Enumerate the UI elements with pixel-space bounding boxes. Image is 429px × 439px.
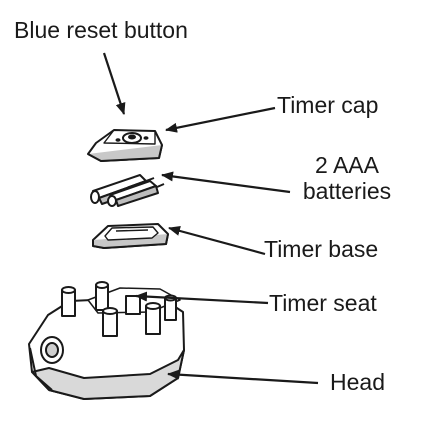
arrow-timer-seat — [135, 291, 269, 305]
label-batteries-line1: 2 AAA — [315, 152, 379, 178]
label-blue-reset-button: Blue reset button — [14, 17, 188, 43]
arrow-batteries — [161, 171, 291, 194]
leader-arrows — [102, 52, 319, 385]
timer-cap-part — [87, 129, 163, 162]
label-head: Head — [330, 369, 385, 395]
label-timer-seat: Timer seat — [269, 290, 377, 316]
label-timer-cap: Timer cap — [277, 92, 379, 118]
label-batteries-line2: batteries — [302, 178, 392, 204]
arrow-timer-cap — [165, 106, 276, 133]
label-timer-base: Timer base — [264, 236, 379, 262]
batteries-part — [90, 174, 165, 207]
arrow-head — [167, 369, 319, 385]
timer-base-part — [92, 223, 169, 249]
head-part — [28, 281, 185, 400]
arrow-timer-base — [168, 226, 266, 256]
label-batteries: 2 AAA batteries — [292, 152, 402, 204]
arrow-blue-reset-button — [102, 52, 126, 115]
